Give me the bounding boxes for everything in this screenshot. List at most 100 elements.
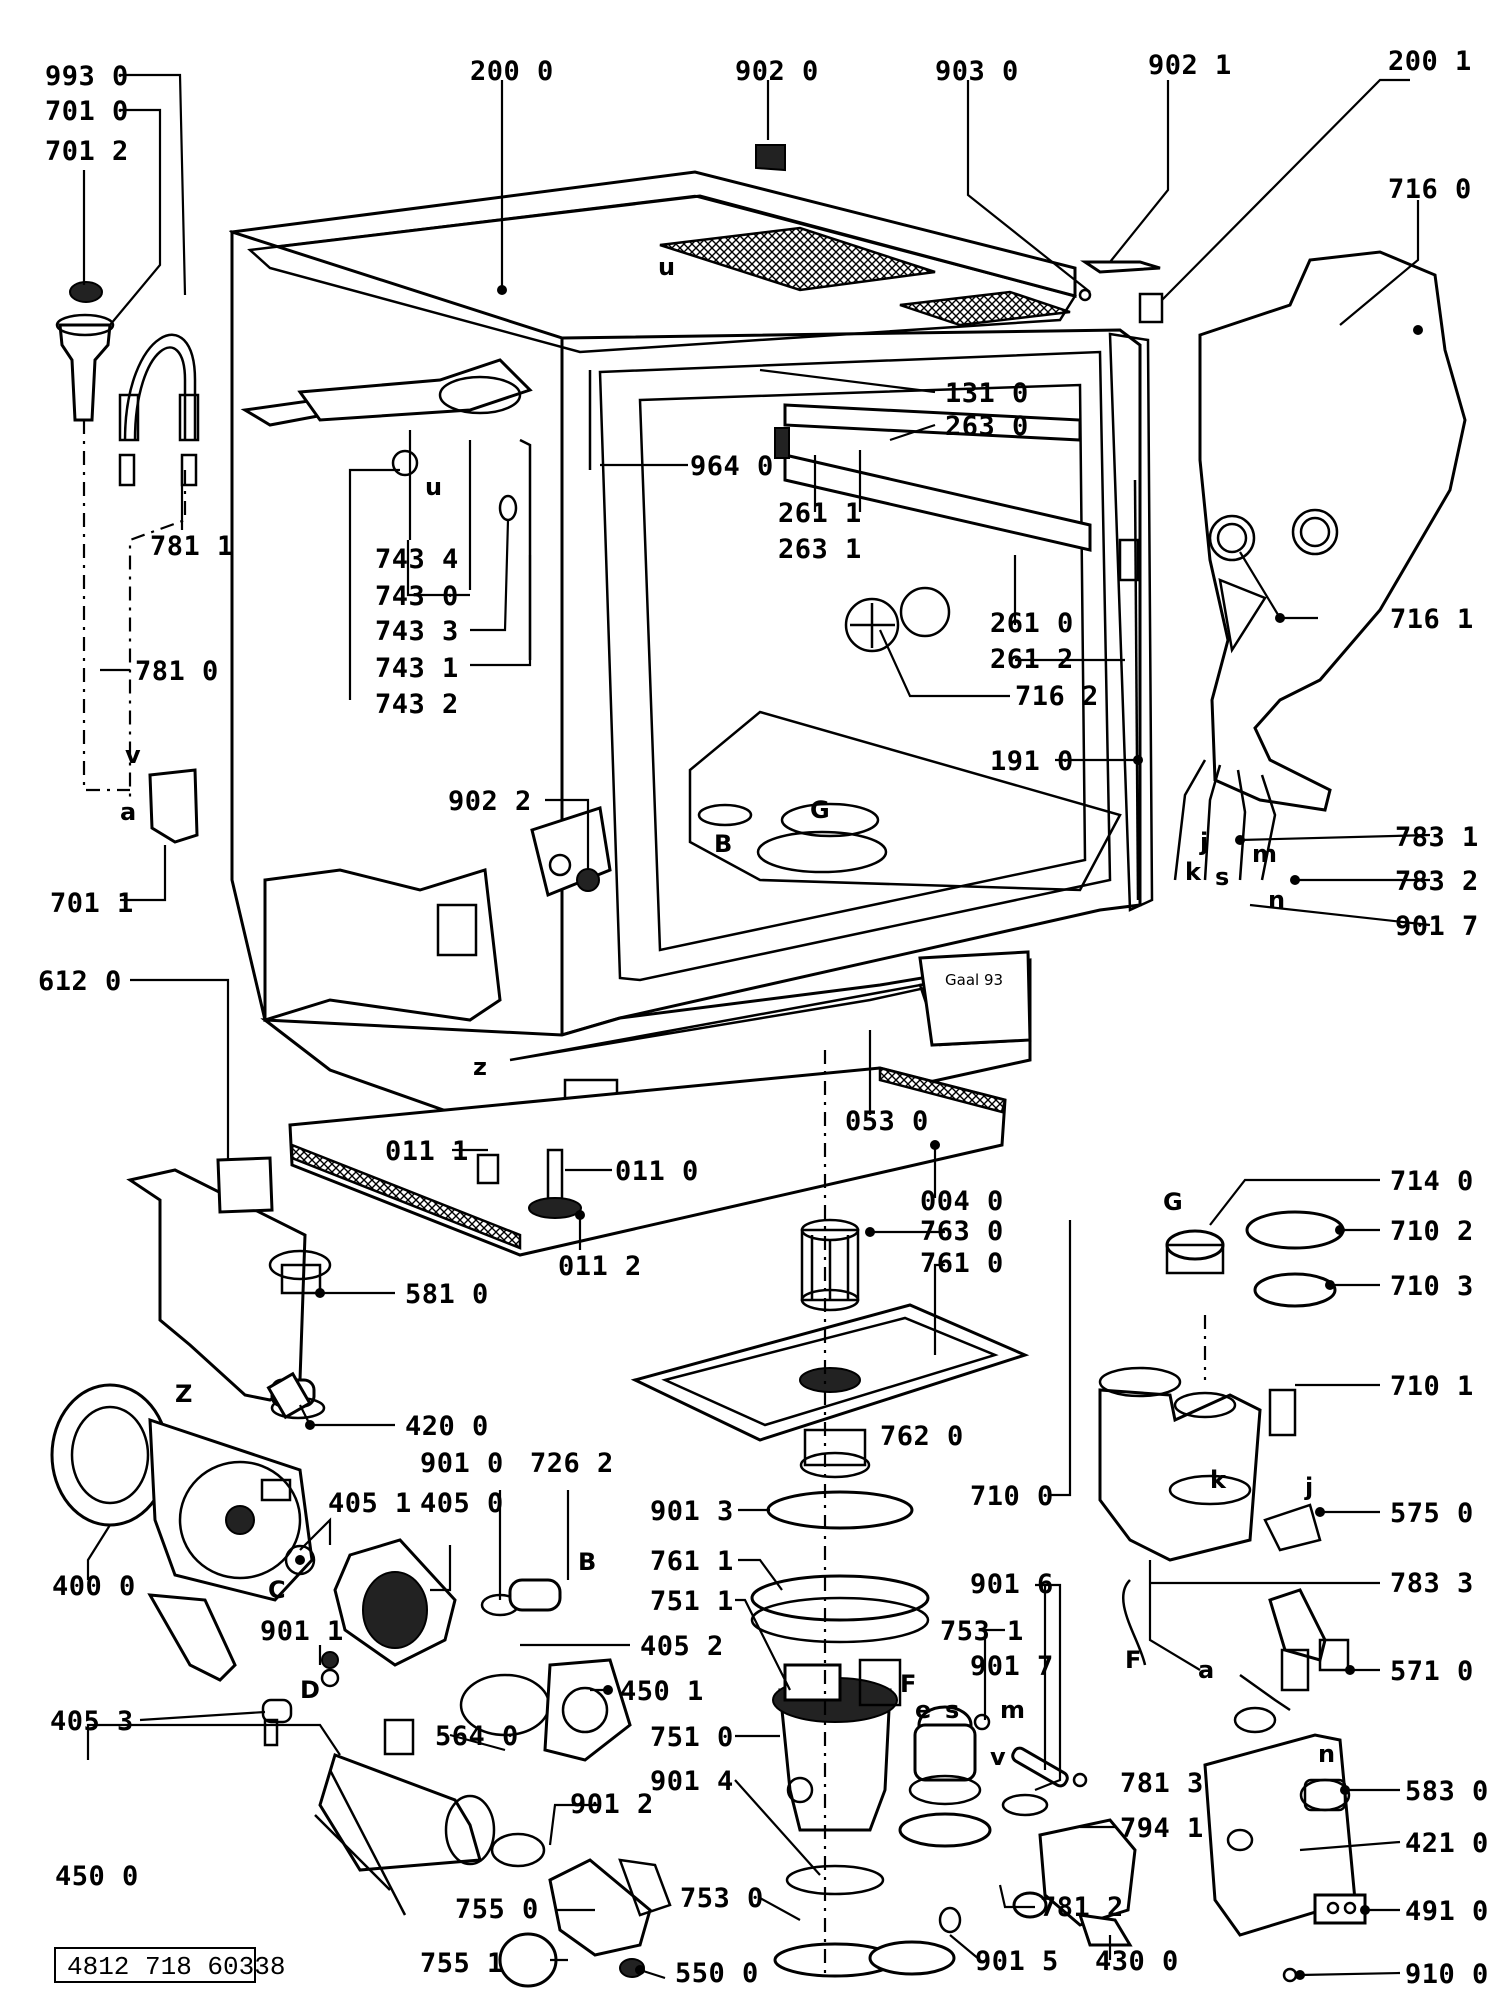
label-781-3: 781 3 — [1120, 1768, 1204, 1799]
label-575-0: 575 0 — [1390, 1498, 1474, 1529]
label-714-0: 714 0 — [1390, 1166, 1474, 1197]
letter-a-left: a — [120, 798, 136, 826]
valve-and-switch-parts — [898, 1588, 1367, 1983]
label-200-1: 200 1 — [1388, 46, 1472, 77]
label-710-1: 710 1 — [1390, 1371, 1474, 1402]
letter-n-side: n — [1268, 886, 1285, 914]
label-902-2: 902 2 — [448, 786, 532, 817]
electrical-bracket — [126, 1156, 332, 1420]
label-901-1: 901 1 — [260, 1616, 344, 1647]
label-901-3: 901 3 — [650, 1496, 734, 1527]
letter-k-salt: k — [1210, 1466, 1227, 1494]
label-701-2: 701 2 — [45, 136, 129, 167]
letter-f-hose: F — [1125, 1646, 1141, 1674]
label-726-2: 726 2 — [530, 1448, 614, 1479]
label-550-0: 550 0 — [675, 1958, 759, 1989]
document-number: 4812 718 60338 — [67, 1952, 285, 1982]
letter-c: C — [268, 1576, 286, 1604]
label-755-1: 755 1 — [420, 1948, 504, 1979]
letter-e: e — [915, 1696, 931, 1724]
label-903-0: 903 0 — [935, 56, 1019, 87]
label-263-1: 263 1 — [778, 534, 862, 565]
letter-f-sump: F — [900, 1670, 916, 1698]
letter-v-left: v — [125, 741, 141, 769]
letter-a-low: a — [1198, 1656, 1214, 1684]
label-755-0: 755 0 — [455, 1894, 539, 1925]
letter-b-hose: B — [578, 1548, 596, 1576]
label-450-1: 450 1 — [620, 1676, 704, 1707]
label-783-1: 783 1 — [1395, 822, 1479, 853]
label-901-6: 901 6 — [970, 1569, 1054, 1600]
letter-j-salt: j — [1304, 1473, 1313, 1501]
part-labels: 993 0 701 0 701 2 781 1 781 0 701 1 200 … — [38, 46, 1489, 1990]
document-number-box: 4812 718 60338 — [54, 1947, 285, 1983]
label-263-0: 263 0 — [945, 411, 1029, 442]
cabinet-frame: Gaal 93 — [228, 144, 1164, 1167]
label-761-1: 761 1 — [650, 1546, 734, 1577]
label-430-0: 430 0 — [1095, 1946, 1179, 1977]
label-794-1: 794 1 — [1120, 1813, 1204, 1844]
label-701-0: 701 0 — [45, 96, 129, 127]
label-743-2: 743 2 — [375, 689, 459, 720]
label-450-0: 450 0 — [55, 1861, 139, 1892]
label-581-0: 581 0 — [405, 1279, 489, 1310]
label-964-0: 964 0 — [690, 451, 774, 482]
letter-m-side: m — [1252, 840, 1277, 868]
letter-s-side: s — [1215, 863, 1229, 891]
letter-b-sump: B — [714, 830, 732, 858]
label-743-3: 743 3 — [375, 616, 459, 647]
label-400-0: 400 0 — [52, 1571, 136, 1602]
label-261-1: 261 1 — [778, 498, 862, 529]
label-743-4: 743 4 — [375, 544, 459, 575]
label-901-5: 901 5 — [975, 1946, 1059, 1977]
label-004-0: 004 0 — [920, 1186, 1004, 1217]
label-131-0: 131 0 — [945, 378, 1029, 409]
letter-z-bracket: Z — [175, 1380, 192, 1408]
label-781-0: 781 0 — [135, 656, 219, 687]
label-993-0: 993 0 — [45, 61, 129, 92]
label-743-1: 743 1 — [375, 653, 459, 684]
label-901-7-top: 901 7 — [1395, 911, 1479, 942]
stamp-text: Gaal 93 — [945, 971, 1003, 989]
label-902-0: 902 0 — [735, 56, 819, 87]
label-901-0: 901 0 — [420, 1448, 504, 1479]
letter-k-side: k — [1185, 858, 1202, 886]
label-783-2: 783 2 — [1395, 866, 1479, 897]
label-405-1: 405 1 — [328, 1488, 412, 1519]
label-491-0: 491 0 — [1405, 1896, 1489, 1927]
label-405-2: 405 2 — [640, 1631, 724, 1662]
label-053-0: 053 0 — [845, 1106, 929, 1137]
label-763-0: 763 0 — [920, 1216, 1004, 1247]
label-762-0: 762 0 — [880, 1421, 964, 1452]
label-753-0: 753 0 — [680, 1883, 764, 1914]
label-701-1: 701 1 — [50, 888, 134, 919]
inlet-hose-parts — [55, 281, 200, 844]
leader-dots — [305, 285, 1423, 1980]
label-612-0: 612 0 — [38, 966, 122, 997]
letter-m-sensor: m — [1000, 1696, 1025, 1724]
label-405-3: 405 3 — [50, 1706, 134, 1737]
label-910-0: 910 0 — [1405, 1959, 1489, 1990]
label-710-3: 710 3 — [1390, 1271, 1474, 1302]
label-011-2: 011 2 — [558, 1251, 642, 1282]
label-011-0: 011 0 — [615, 1156, 699, 1187]
label-751-0: 751 0 — [650, 1722, 734, 1753]
letter-g-salt: G — [1163, 1188, 1183, 1216]
label-783-3: 783 3 — [1390, 1568, 1474, 1599]
letter-s-sensor: s — [945, 1696, 959, 1724]
label-901-2: 901 2 — [570, 1789, 654, 1820]
label-200-0: 200 0 — [470, 56, 554, 87]
label-710-0: 710 0 — [970, 1481, 1054, 1512]
salt-container — [1098, 1210, 1345, 1666]
letter-u-top: u — [658, 253, 675, 281]
label-761-0: 761 0 — [920, 1248, 1004, 1279]
side-panel-716 — [1173, 250, 1467, 881]
label-011-1: 011 1 — [385, 1136, 469, 1167]
label-743-0: 743 0 — [375, 581, 459, 612]
letter-n-low: n — [1318, 1740, 1335, 1768]
label-716-2: 716 2 — [1015, 681, 1099, 712]
letter-v-low: v — [990, 1743, 1006, 1771]
letter-u-hinge: u — [425, 473, 442, 501]
letter-g-sump: G — [810, 796, 830, 824]
